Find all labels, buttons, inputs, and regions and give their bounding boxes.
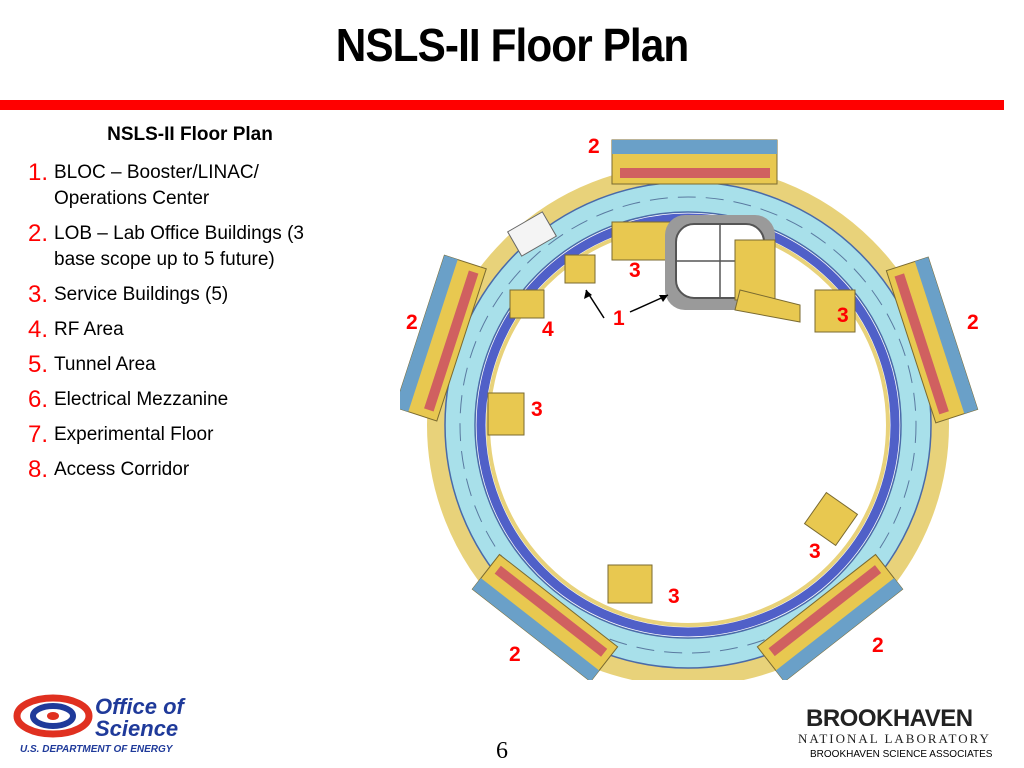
floor-plan-diagram — [400, 139, 979, 680]
service-building — [814, 289, 856, 333]
list-item: 2. LOB – Lab Office Buildings (3 base sc… — [28, 221, 358, 273]
rf-area-building — [509, 289, 545, 319]
national-laboratory-text: NATIONAL LABORATORY — [798, 731, 991, 746]
callout-label: 1 — [613, 307, 625, 330]
list-text: Electrical Mezzanine — [54, 389, 229, 410]
callout-label: 3 — [837, 304, 849, 327]
rf-area — [506, 211, 558, 257]
list-text: LOB – Lab Office Buildings (3 base scope… — [54, 223, 304, 270]
office-of-science-text: Office of Science — [95, 696, 184, 740]
list-number: 6. — [28, 386, 49, 413]
list-heading: NSLS-II Floor Plan — [107, 124, 273, 145]
list-item: 1. BLOC – Booster/LINAC/ Operations Cent… — [28, 160, 358, 212]
callout-label: 4 — [542, 318, 554, 341]
list-number: 3. — [28, 281, 49, 308]
callout-label: 2 — [967, 311, 979, 334]
callout-label: 3 — [629, 259, 641, 282]
callout-label: 2 — [872, 634, 884, 657]
title-divider — [0, 100, 1004, 110]
list-item: 3. Service Buildings (5) — [28, 282, 358, 308]
legend-list: 1. BLOC – Booster/LINAC/ Operations Cent… — [28, 160, 358, 492]
list-text: BLOC – Booster/LINAC/ Operations Center — [54, 162, 259, 209]
office-line2: Science — [95, 716, 179, 741]
lob-building-top — [611, 139, 778, 185]
page-number: 6 — [496, 738, 508, 764]
list-number: 5. — [28, 351, 49, 378]
service-building — [803, 491, 859, 547]
list-number: 2. — [28, 220, 49, 247]
service-building — [564, 254, 596, 284]
list-text: Tunnel Area — [54, 354, 156, 375]
office-line1: Office of — [95, 694, 184, 719]
office-of-science-logo — [13, 694, 93, 738]
lob-building-bottom-left — [471, 553, 619, 680]
list-text: Service Buildings (5) — [54, 284, 229, 305]
list-number: 7. — [28, 421, 49, 448]
callout-label: 3 — [809, 540, 821, 563]
bloc-building — [611, 215, 801, 323]
list-number: 8. — [28, 456, 49, 483]
list-item: 8. Access Corridor — [28, 457, 358, 483]
list-item: 7. Experimental Floor — [28, 422, 358, 448]
list-text: Experimental Floor — [54, 424, 214, 445]
callout-label: 3 — [668, 585, 680, 608]
callout-label: 3 — [531, 398, 543, 421]
list-number: 1. — [28, 159, 49, 186]
list-text: Access Corridor — [54, 459, 190, 480]
brookhaven-logo-text: BROOKHAVEN — [806, 705, 973, 732]
bsa-text: BROOKHAVEN SCIENCE ASSOCIATES — [810, 749, 993, 760]
service-building — [487, 392, 525, 436]
list-text: RF Area — [54, 319, 124, 340]
lob-building-bottom-right — [756, 553, 904, 680]
callout-label: 2 — [509, 643, 521, 666]
doe-text: U.S. DEPARTMENT OF ENERGY — [20, 744, 173, 755]
service-building — [607, 564, 653, 604]
list-item: 4. RF Area — [28, 317, 358, 343]
callout-label: 2 — [588, 135, 600, 158]
callout-label: 2 — [406, 311, 418, 334]
slide-title: NSLS-II Floor Plan — [335, 19, 690, 71]
list-item: 6. Electrical Mezzanine — [28, 387, 358, 413]
list-item: 5. Tunnel Area — [28, 352, 358, 378]
lob-building-left — [400, 254, 487, 422]
list-number: 4. — [28, 316, 49, 343]
lob-building-right — [885, 256, 979, 424]
